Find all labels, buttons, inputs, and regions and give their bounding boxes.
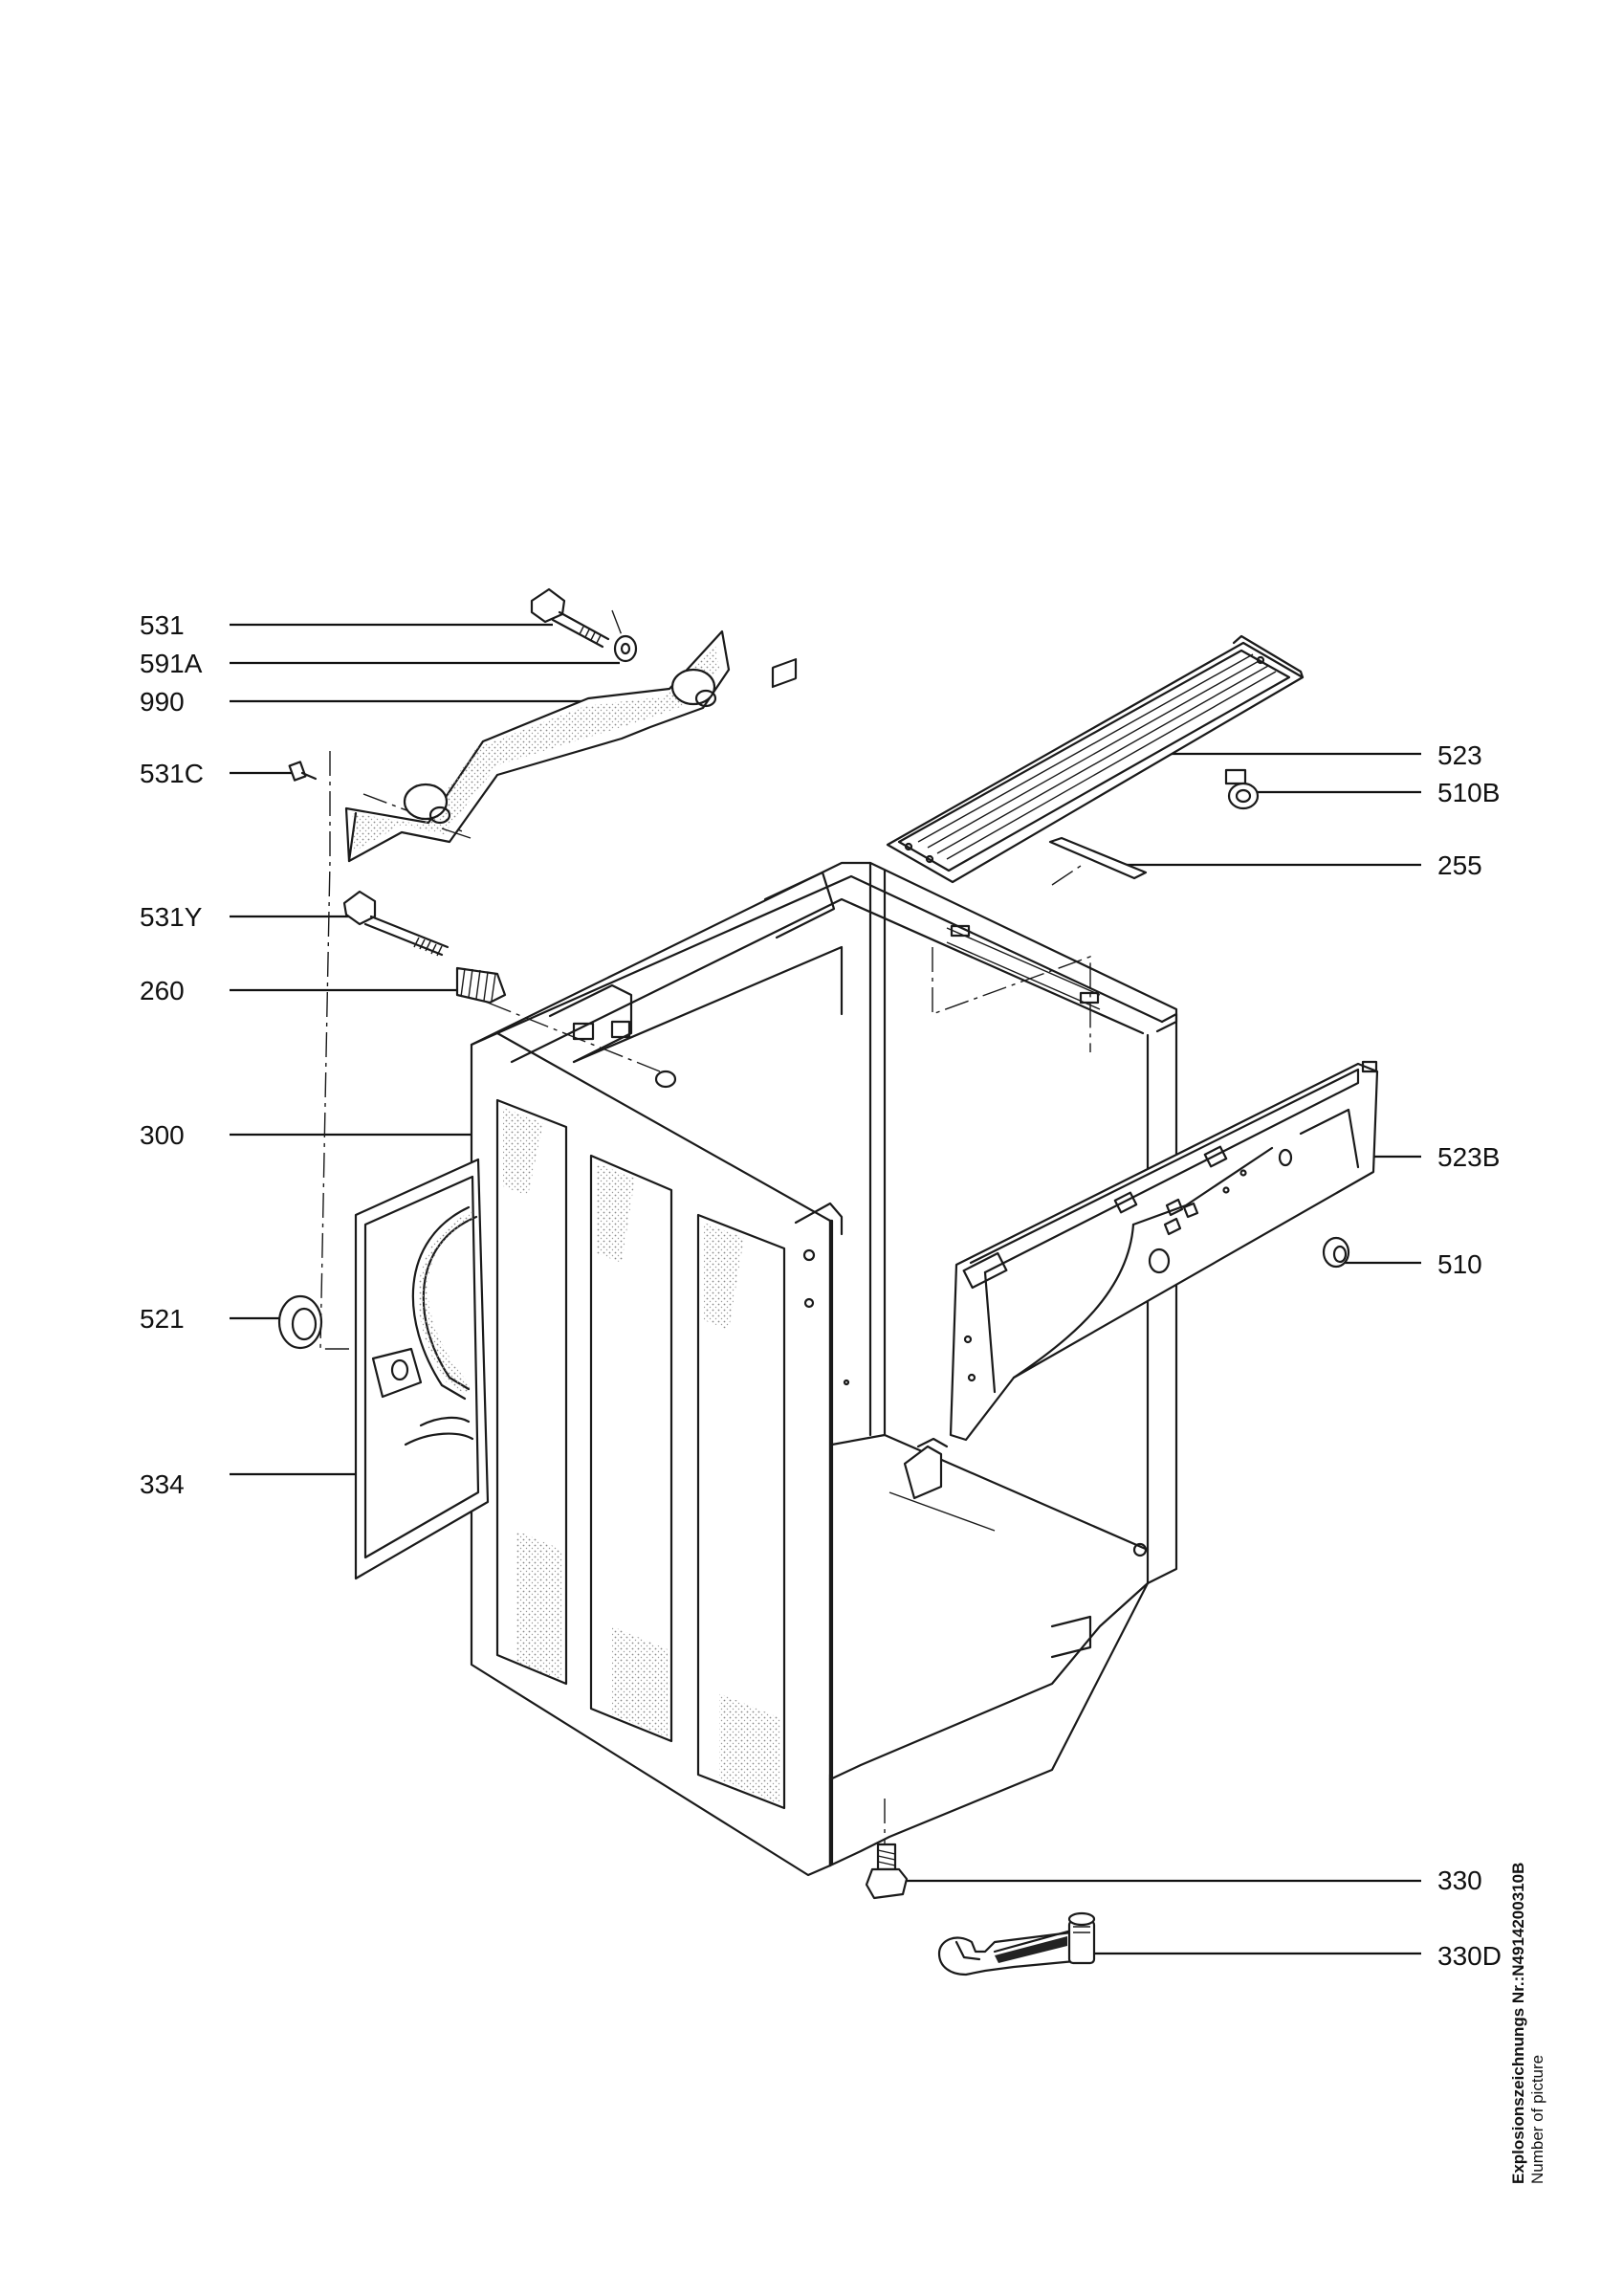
- part-screw-531C: [288, 761, 318, 782]
- label-531Y: 531Y: [140, 902, 203, 932]
- label-300: 300: [140, 1120, 185, 1150]
- picture-number: Explosionszeichnungs Nr.:N4914200310B: [1509, 1862, 1527, 2184]
- picture-number-caption: Number of picture: [1528, 2054, 1546, 2184]
- part-bolt-531Y: [342, 890, 450, 957]
- part-crossbeam-990: [344, 629, 731, 863]
- part-bolt-531: [530, 587, 610, 649]
- part-bracket-523B: [949, 1060, 1379, 1442]
- label-group-left: 531 591A 990 531C 531Y 260 300 521 334: [140, 610, 620, 1499]
- label-990: 990: [140, 687, 185, 717]
- label-523: 523: [1437, 740, 1482, 770]
- picture-number-block: Explosionszeichnungs Nr.:N4914200310B Nu…: [1509, 1863, 1567, 2241]
- label-255: 255: [1437, 850, 1482, 880]
- part-grommet-510: [1322, 1236, 1350, 1269]
- label-group-right: 523 510B 255 523B 510 330 330D: [904, 740, 1502, 1971]
- part-back-panel-334: [354, 1158, 490, 1580]
- label-334: 334: [140, 1469, 185, 1499]
- label-523B: 523B: [1437, 1142, 1500, 1172]
- label-330: 330: [1437, 1866, 1482, 1895]
- part-cover-plate-523: [886, 634, 1305, 884]
- label-510B: 510B: [1437, 778, 1500, 807]
- part-foot-330: [865, 1843, 909, 1900]
- part-spring-260: [455, 966, 507, 1004]
- part-strip-255: [1048, 836, 1148, 880]
- part-washer-591A: [613, 634, 638, 663]
- label-260: 260: [140, 976, 185, 1005]
- part-grommet-521: [277, 1294, 323, 1350]
- label-510: 510: [1437, 1249, 1482, 1279]
- label-591A: 591A: [140, 649, 203, 678]
- label-531: 531: [140, 610, 185, 640]
- part-cabinet-300: [470, 658, 1178, 1877]
- label-330D: 330D: [1437, 1941, 1502, 1971]
- part-wrench-330D: [937, 1911, 1096, 1976]
- label-531C: 531C: [140, 759, 204, 788]
- footer-rotated: Explosionszeichnungs Nr.:N4914200310B Nu…: [1509, 1863, 1547, 2184]
- part-clip-510B: [1224, 768, 1260, 810]
- label-521: 521: [140, 1304, 185, 1334]
